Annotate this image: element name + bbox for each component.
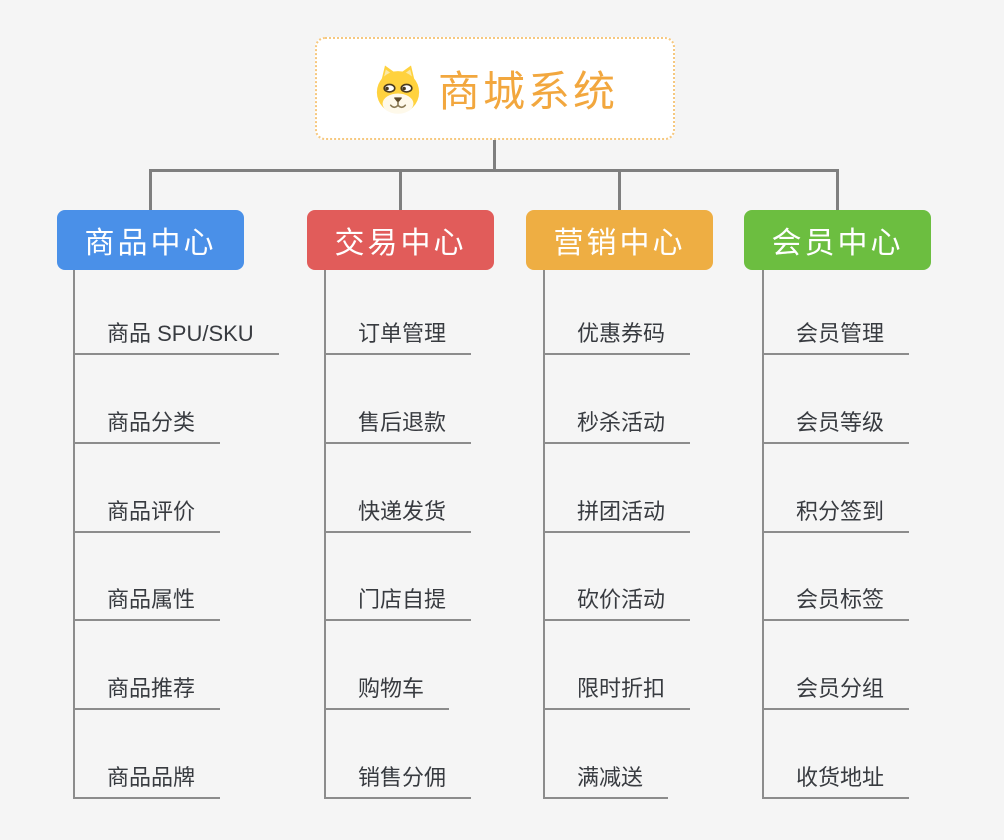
leaf-node[interactable]: 会员等级 — [764, 410, 910, 444]
leaf-node[interactable]: 商品推荐 — [75, 676, 221, 710]
connector-trunk — [149, 169, 839, 172]
branch-node-member-center[interactable]: 会员中心 — [744, 210, 931, 270]
leaf-node[interactable]: 商品品牌 — [75, 765, 221, 799]
leaf-node[interactable]: 商品属性 — [75, 587, 221, 621]
leaf-node[interactable]: 销售分佣 — [326, 765, 472, 799]
leaf-node[interactable]: 快递发货 — [326, 499, 472, 533]
leaf-node[interactable]: 拼团活动 — [545, 499, 691, 533]
leaf-node[interactable]: 会员分组 — [764, 676, 910, 710]
dog-icon — [372, 63, 424, 115]
leaf-node[interactable]: 购物车 — [326, 676, 450, 710]
branch-children-trade-center: 订单管理 售后退款 快递发货 门店自提 购物车 销售分佣 — [324, 270, 472, 799]
root-title: 商城系统 — [437, 68, 618, 115]
connector-root-stub — [493, 140, 496, 171]
leaf-node[interactable]: 门店自提 — [326, 587, 472, 621]
leaf-node[interactable]: 秒杀活动 — [545, 410, 691, 444]
connector-drop-1 — [149, 169, 152, 210]
leaf-node[interactable]: 收货地址 — [764, 765, 910, 799]
branch-children-member-center: 会员管理 会员等级 积分签到 会员标签 会员分组 收货地址 — [762, 270, 910, 799]
branch-children-marketing-center: 优惠券码 秒杀活动 拼团活动 砍价活动 限时折扣 满减送 — [543, 270, 691, 799]
branch-node-trade-center[interactable]: 交易中心 — [307, 210, 494, 270]
leaf-node[interactable]: 砍价活动 — [545, 587, 691, 621]
connector-drop-2 — [399, 169, 402, 210]
branch-node-product-center[interactable]: 商品中心 — [57, 210, 244, 270]
connector-drop-3 — [618, 169, 621, 210]
leaf-node[interactable]: 积分签到 — [764, 499, 910, 533]
leaf-node[interactable]: 满减送 — [545, 765, 669, 799]
leaf-node[interactable]: 商品评价 — [75, 499, 221, 533]
leaf-node[interactable]: 会员管理 — [764, 321, 910, 355]
branch-children-product-center: 商品 SPU/SKU 商品分类 商品评价 商品属性 商品推荐 商品品牌 — [73, 270, 279, 799]
connector-drop-4 — [836, 169, 839, 210]
leaf-node[interactable]: 售后退款 — [326, 410, 472, 444]
leaf-node[interactable]: 订单管理 — [326, 321, 472, 355]
root-node[interactable]: 商城系统 — [315, 37, 675, 140]
leaf-node[interactable]: 商品 SPU/SKU — [75, 321, 279, 355]
leaf-node[interactable]: 会员标签 — [764, 587, 910, 621]
leaf-node[interactable]: 限时折扣 — [545, 676, 691, 710]
leaf-node[interactable]: 商品分类 — [75, 410, 221, 444]
branch-node-marketing-center[interactable]: 营销中心 — [526, 210, 713, 270]
leaf-node[interactable]: 优惠券码 — [545, 321, 691, 355]
